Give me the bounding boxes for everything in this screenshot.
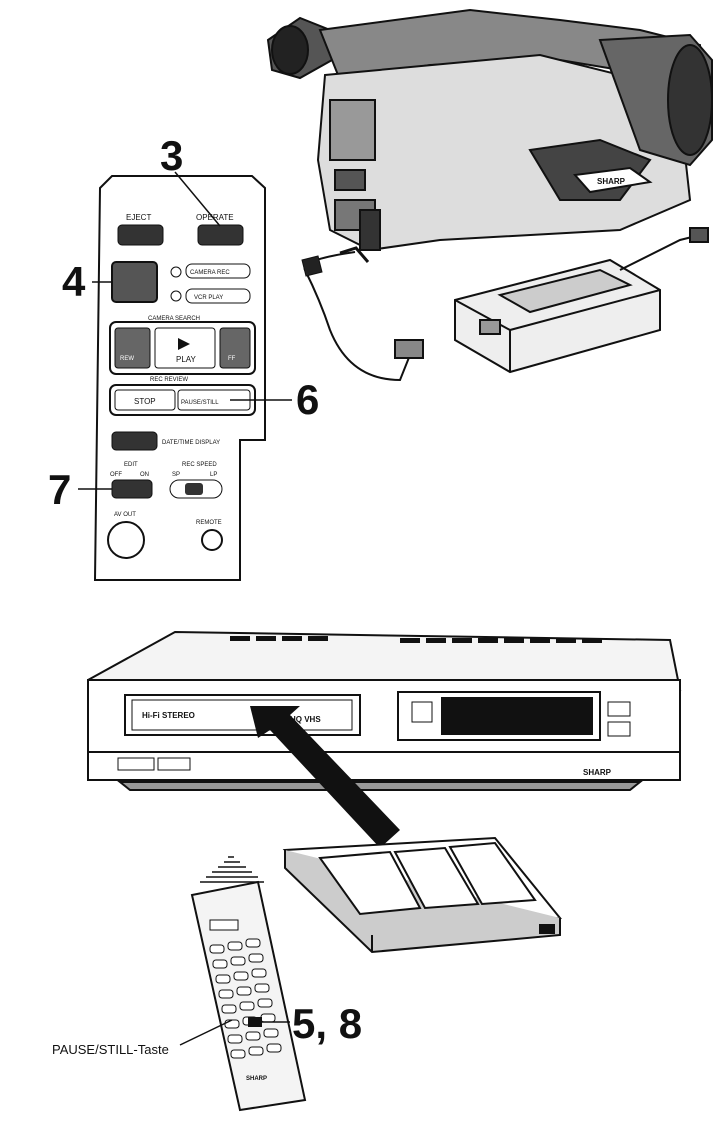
- eject-label: EJECT: [126, 213, 151, 222]
- camera-vcr-button[interactable]: [111, 261, 158, 303]
- insert-arrow: [250, 706, 400, 848]
- remote-buttons: [209, 938, 282, 1059]
- rec-speed-knob: [185, 483, 203, 495]
- edit-off-label: OFF: [110, 472, 122, 478]
- rec-speed-lp-label: LP: [210, 472, 217, 478]
- control-panel: EJECT OPERATE CAMERA REC VCR PLAY CAMERA…: [93, 175, 266, 581]
- rew-label: REW: [120, 356, 134, 362]
- vcr-brand-label: SHARP: [583, 768, 612, 777]
- camera-rec-label: CAMERA REC: [190, 270, 230, 276]
- eject-switch[interactable]: [117, 224, 164, 246]
- date-time-label: DATE/TIME DISPLAY: [162, 440, 220, 446]
- edit-on-label: ON: [140, 472, 149, 478]
- rec-speed-label: REC SPEED: [182, 462, 217, 468]
- camcorder-brand-label: SHARP: [597, 177, 626, 186]
- vcr-play-lamp: [170, 290, 182, 302]
- operate-switch[interactable]: [197, 224, 244, 246]
- ac-adapter: [454, 227, 709, 374]
- date-time-button[interactable]: [111, 431, 158, 451]
- operate-label: OPERATE: [196, 213, 234, 222]
- ff-label: FF: [228, 356, 236, 362]
- hifi-stereo-label: Hi-Fi STEREO: [142, 711, 195, 720]
- edit-label: EDIT: [124, 462, 138, 468]
- rec-speed-sp-label: SP: [172, 472, 180, 478]
- callout-3: 3: [160, 132, 183, 179]
- camera-rec-lamp: [170, 266, 182, 278]
- remote-jack: [201, 529, 223, 551]
- remote-pause-still-button[interactable]: [248, 1017, 262, 1027]
- callout-7: 7: [48, 466, 71, 513]
- pause-still-label: PAUSE/STILL: [181, 400, 219, 406]
- hq-vhs-label: HQ VHS: [290, 715, 321, 724]
- camera-search-label: CAMERA SEARCH: [148, 316, 200, 322]
- pause-still-caption: PAUSE/STILL-Taste: [52, 1042, 169, 1057]
- adapter-dc-connector: [394, 339, 424, 359]
- vcr-play-indicator: [185, 288, 251, 304]
- vcr: [87, 630, 682, 791]
- stop-button[interactable]: [114, 389, 176, 411]
- ir-signal: [200, 856, 264, 883]
- camcorder: [266, 8, 713, 252]
- callout-5-8: 5, 8: [292, 1000, 362, 1047]
- play-label: PLAY: [176, 355, 197, 364]
- rew-button[interactable]: [114, 327, 151, 369]
- dc-plug: [301, 255, 323, 277]
- callout-6: 6: [296, 376, 319, 423]
- callout-3-line: [174, 171, 221, 227]
- cassette: [282, 836, 562, 954]
- camera-rec-indicator: [185, 263, 251, 279]
- edit-switch[interactable]: [111, 479, 153, 499]
- remote-control: [190, 856, 307, 1112]
- plug-arrow: [339, 246, 370, 263]
- play-button[interactable]: [154, 327, 216, 369]
- caption-leader-line: [179, 1019, 233, 1046]
- remote-brand-label: SHARP: [246, 1076, 267, 1082]
- vcr-play-label: VCR PLAY: [194, 295, 223, 301]
- rec-review-label: REC REVIEW: [150, 377, 188, 383]
- stop-label: STOP: [134, 397, 156, 406]
- av-out-jack: [107, 521, 145, 559]
- ff-button[interactable]: [219, 327, 251, 369]
- callout-4: 4: [62, 258, 86, 305]
- play-icon: [178, 338, 190, 350]
- remote-jack-label: REMOTE: [196, 520, 222, 526]
- av-out-label: AV OUT: [114, 512, 136, 518]
